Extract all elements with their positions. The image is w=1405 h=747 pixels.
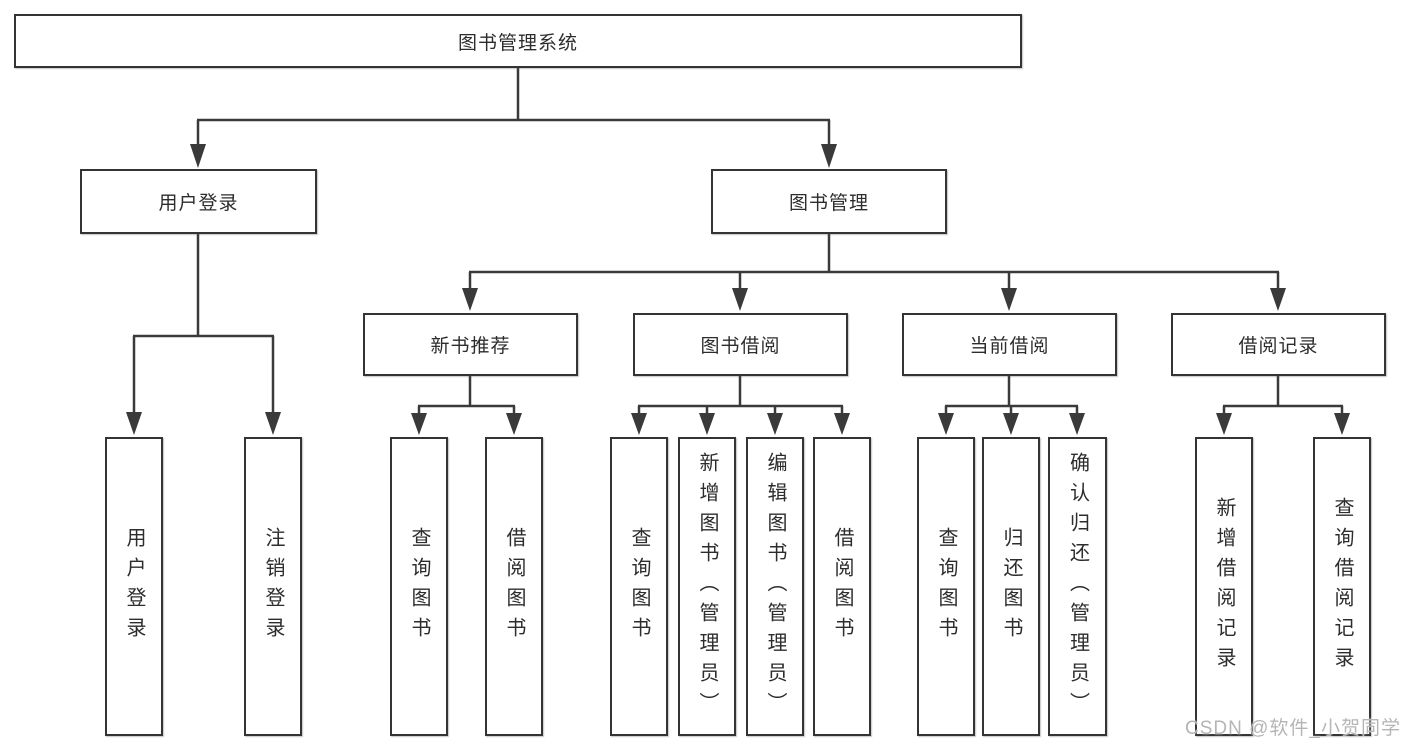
leaf-borrow-books-recommend-label: 借阅图书 (503, 526, 525, 647)
leaf-query-borrow-record: 查询借阅记录 (1313, 437, 1371, 736)
leaf-edit-book-admin: 编辑图书（管理员） (746, 437, 804, 736)
leaf-query-books-borrow: 查询图书 (610, 437, 668, 736)
leaf-query-books-current: 查询图书 (917, 437, 975, 736)
node-borrow-records: 借阅记录 (1171, 313, 1386, 376)
leaf-logout-login-label: 注销登录 (262, 526, 284, 647)
leaf-query-books-current-label: 查询图书 (935, 526, 957, 647)
node-book-borrow: 图书借阅 (633, 313, 848, 376)
node-user-login: 用户登录 (80, 169, 317, 234)
leaf-query-books-recommend: 查询图书 (390, 437, 448, 736)
leaf-add-book-admin-label: 新增图书（管理员） (696, 451, 718, 722)
node-root-system: 图书管理系统 (14, 14, 1022, 68)
leaf-edit-book-admin-label: 编辑图书（管理员） (764, 451, 786, 722)
leaf-add-borrow-record: 新增借阅记录 (1195, 437, 1253, 736)
leaf-query-books-recommend-label: 查询图书 (408, 526, 430, 647)
leaf-confirm-return-admin: 确认归还（管理员） (1048, 437, 1107, 736)
leaf-user-login-label: 用户登录 (123, 526, 145, 647)
leaf-add-borrow-record-label: 新增借阅记录 (1213, 496, 1235, 677)
leaf-query-borrow-record-label: 查询借阅记录 (1331, 496, 1353, 677)
leaf-borrow-books-recommend: 借阅图书 (485, 437, 543, 736)
leaf-return-book-label: 归还图书 (1000, 526, 1022, 647)
leaf-query-books-borrow-label: 查询图书 (628, 526, 650, 647)
node-book-management: 图书管理 (711, 169, 947, 234)
leaf-borrow-books: 借阅图书 (813, 437, 871, 736)
leaf-confirm-return-admin-label: 确认归还（管理员） (1066, 451, 1089, 722)
leaf-borrow-books-label: 借阅图书 (831, 526, 853, 647)
leaf-return-book: 归还图书 (982, 437, 1040, 736)
leaf-logout-login: 注销登录 (244, 437, 302, 736)
node-current-borrow: 当前借阅 (902, 313, 1117, 376)
leaf-user-login: 用户登录 (105, 437, 163, 736)
leaf-add-book-admin: 新增图书（管理员） (678, 437, 736, 736)
node-new-book-recommend: 新书推荐 (363, 313, 578, 376)
csdn-watermark: CSDN @软件_小贺同学 (1185, 718, 1401, 739)
